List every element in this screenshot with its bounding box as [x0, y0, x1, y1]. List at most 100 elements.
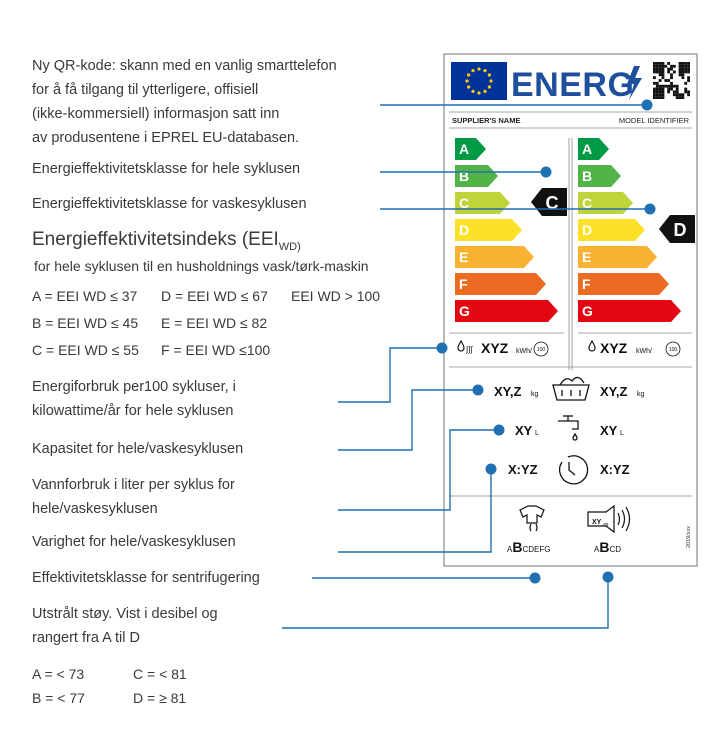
water-full-unit: L [535, 430, 539, 437]
leader-lines [282, 104, 650, 629]
energy-arrow-full-b [455, 165, 498, 187]
eu-star-icon [483, 89, 487, 93]
noise-c: C = < 81 [133, 666, 187, 682]
drop-icon [457, 339, 465, 352]
qr-module [667, 70, 671, 74]
energy-word: ENERG [511, 66, 634, 104]
svg-text:100: 100 [669, 347, 678, 353]
energy-arrow-wash-f-letter: F [582, 276, 591, 292]
energy-arrow-full-d-letter: D [459, 222, 469, 238]
energy-arrow-full-f [455, 273, 546, 295]
cycles-circle-icon [665, 341, 681, 357]
qr-module [655, 96, 659, 99]
qr-module [658, 96, 662, 99]
qr-module [675, 90, 679, 94]
qr-module [684, 62, 688, 65]
eu-star-icon [487, 73, 491, 77]
qr-module [661, 96, 665, 99]
eu-star-icon [465, 79, 469, 83]
clock-icon [558, 455, 589, 485]
noise-scale: ABCD [594, 539, 621, 555]
energy-arrow-full-d [455, 219, 522, 241]
svg-text:100: 100 [537, 347, 546, 353]
qr-module [681, 73, 685, 77]
qr-module [678, 73, 682, 77]
qr-module [687, 70, 690, 74]
spin-scale: ABCDEFG [507, 539, 550, 555]
qr-module [664, 64, 668, 68]
qr-module [684, 87, 688, 91]
capacity-full-unit: kg [531, 391, 539, 398]
qr-module [667, 67, 671, 71]
qr-module [655, 90, 659, 94]
leader-capacity [338, 389, 478, 451]
qr-module [658, 93, 662, 97]
energy-arrow-full-e-letter: E [459, 249, 468, 265]
qr-module [678, 62, 682, 65]
qr-module [661, 90, 665, 94]
qr-module [670, 67, 673, 71]
drop-icon [588, 339, 596, 352]
qr-module [653, 76, 656, 80]
qr-module [667, 84, 671, 88]
eei-a: A = EEI WD ≤ 37 [32, 288, 138, 304]
capacity-wash-unit: kg [637, 391, 645, 398]
qr-module [684, 81, 688, 85]
eu-flag-icon [451, 62, 507, 100]
qr-module [653, 81, 656, 85]
qr-module [658, 84, 662, 88]
eu-star-icon [477, 67, 481, 71]
energy-arrow-wash-f [578, 273, 669, 295]
leader-duration [338, 469, 492, 553]
noise-icon-value: XY [592, 519, 602, 526]
energy-arrow-full-a [455, 138, 486, 160]
qr-module [670, 64, 673, 68]
qr-module [681, 93, 685, 97]
qr-module [661, 84, 665, 88]
qr-module [661, 76, 665, 80]
qr-module [678, 67, 682, 71]
energy-arrow-wash-g-letter: G [582, 303, 593, 319]
eei-heading: Energieffektivitetsindeks (EEIWD) [32, 229, 301, 253]
energy-arrow-wash-e [578, 246, 657, 268]
leader-noise [282, 577, 609, 629]
energy-arrow-wash-d-letter: D [582, 222, 592, 238]
noise-a: A = < 73 [32, 666, 85, 682]
eei-b: B = EEI WD ≤ 45 [32, 315, 139, 331]
qr-module [655, 64, 659, 68]
qr-module [687, 79, 690, 82]
qr-module [655, 81, 659, 85]
laundry-basket-icon [552, 376, 590, 401]
qr-module [664, 84, 668, 88]
qr-module [684, 90, 688, 94]
qr-module [655, 87, 659, 91]
qr-line: (ikke-kommersiell) informasjon satt inn [32, 106, 280, 122]
spin-shirt-icon [519, 505, 545, 532]
qr-module [687, 76, 690, 80]
eu-star-icon [467, 73, 471, 77]
qr-module [681, 67, 685, 71]
energy-arrow-wash-e-letter: E [582, 249, 591, 265]
qr-module [653, 62, 656, 65]
kwh-full-value: XYZ [481, 340, 509, 356]
leader-energy [338, 347, 442, 403]
spin-description: Effektivitetsklasse for sentrifugering [32, 570, 260, 586]
qr-module [670, 87, 673, 91]
qr-module [653, 67, 656, 71]
water-wash-unit: L [620, 430, 624, 437]
energy-arrow-full-g-letter: G [459, 303, 470, 319]
capacity-description: Kapasitet for hele/vaskesyklusen [32, 441, 244, 457]
eei-d: D = EEI WD ≤ 67 [161, 288, 268, 304]
qr-module [687, 64, 690, 68]
qr-module [658, 70, 662, 74]
qr-module [670, 76, 673, 80]
duration-wash-value: X:YZ [600, 462, 630, 477]
qr-module [664, 79, 668, 82]
qr-module [675, 87, 679, 91]
qr-module [678, 70, 682, 74]
eei-g: EEI WD > 100 [291, 288, 381, 304]
class-full-description: Energieffektivitetsklasse for hele syklu… [32, 161, 301, 177]
qr-module [675, 96, 679, 99]
energy-consumption-wash: XYZ kWh/ 100 [588, 339, 681, 357]
